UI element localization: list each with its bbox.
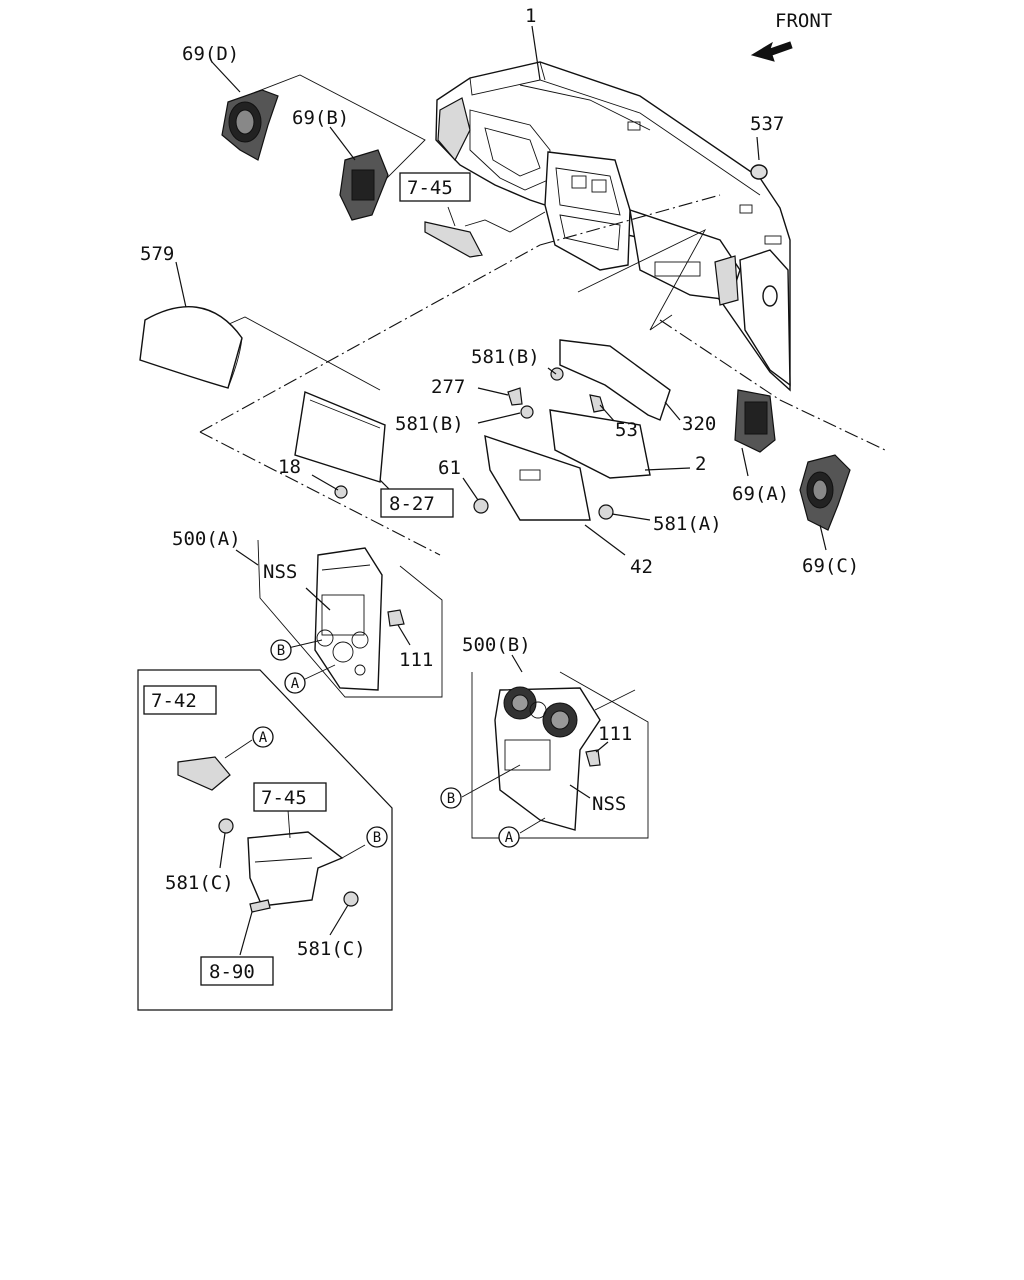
- instrument-panel-assembly: [435, 61, 791, 392]
- callout-69a: 69(A): [732, 483, 789, 505]
- marker-a2: A: [259, 730, 268, 746]
- ref-box-7-45-top: [399, 172, 471, 202]
- callout-nss-2: NSS: [592, 793, 626, 815]
- callout-537: 537: [750, 113, 784, 135]
- vent-69d: [221, 89, 279, 161]
- marker-b2: B: [373, 830, 381, 846]
- ref-box-8-27: [380, 488, 454, 518]
- callout-581c-right: 581(C): [297, 938, 366, 960]
- vent-69a: [734, 389, 776, 453]
- callout-500b: 500(B): [462, 634, 531, 656]
- glovebox-8-27: [294, 391, 386, 483]
- callout-579: 579: [140, 243, 174, 265]
- callout-320: 320: [682, 413, 716, 435]
- ref-box-7-45-bottom: [253, 782, 327, 812]
- fasteners-center: [311, 339, 691, 556]
- marker-a1: A: [291, 676, 300, 692]
- callout-53: 53: [615, 419, 638, 441]
- reference-boxes: [143, 172, 471, 986]
- option-kit-box: [137, 669, 393, 1011]
- clip-537: [750, 164, 768, 180]
- ref-box-7-42: [143, 685, 217, 715]
- dashed-guide-lines: [199, 194, 886, 556]
- callout-ref-8-90: 8-90: [209, 961, 255, 983]
- callout-111-a: 111: [399, 649, 433, 671]
- marker-b3: B: [447, 791, 455, 807]
- callout-69c: 69(C): [802, 555, 859, 577]
- callout-2: 2: [695, 453, 706, 475]
- callout-277: 277: [431, 376, 465, 398]
- callout-ref-7-45-bottom: 7-45: [261, 787, 307, 809]
- lid-579: [139, 306, 243, 389]
- callout-61: 61: [438, 457, 461, 479]
- callout-nss-1: NSS: [263, 561, 297, 583]
- marker-b1: B: [277, 643, 285, 659]
- callout-ref-8-27: 8-27: [389, 493, 435, 515]
- callout-111-b: 111: [598, 723, 632, 745]
- front-label: FRONT: [775, 10, 832, 32]
- leader-lines-top: [175, 25, 760, 391]
- callout-69b: 69(B): [292, 107, 349, 129]
- callout-1: 1: [525, 5, 536, 27]
- vent-69b: [339, 149, 389, 221]
- callout-69d: 69(D): [182, 43, 239, 65]
- callout-500a: 500(A): [172, 528, 241, 550]
- callout-581c-left: 581(C): [165, 872, 234, 894]
- callout-581a: 581(A): [653, 513, 722, 535]
- ref-box-8-90: [200, 956, 274, 986]
- marker-a3: A: [505, 830, 514, 846]
- front-indicator: FRONT: [750, 10, 832, 62]
- panel-500a-group: [235, 539, 443, 698]
- trim-7-45-top: [424, 221, 483, 258]
- callout-42: 42: [630, 556, 653, 578]
- panel-500b-group: [461, 654, 649, 839]
- circle-markers: [252, 639, 520, 848]
- callout-labels: 1 69(D) 69(B) 537 7-45 579 581(B) 277 58…: [140, 5, 859, 983]
- callout-ref-7-45-top: 7-45: [407, 177, 453, 199]
- front-arrow-icon: [750, 41, 793, 62]
- circle-marker-labels: B A A B B A: [259, 643, 514, 846]
- vent-69c: [799, 454, 851, 531]
- callout-ref-7-42: 7-42: [151, 690, 197, 712]
- callout-581b-bottom: 581(B): [395, 413, 464, 435]
- callout-581b-top: 581(B): [471, 346, 540, 368]
- callout-18: 18: [278, 456, 301, 478]
